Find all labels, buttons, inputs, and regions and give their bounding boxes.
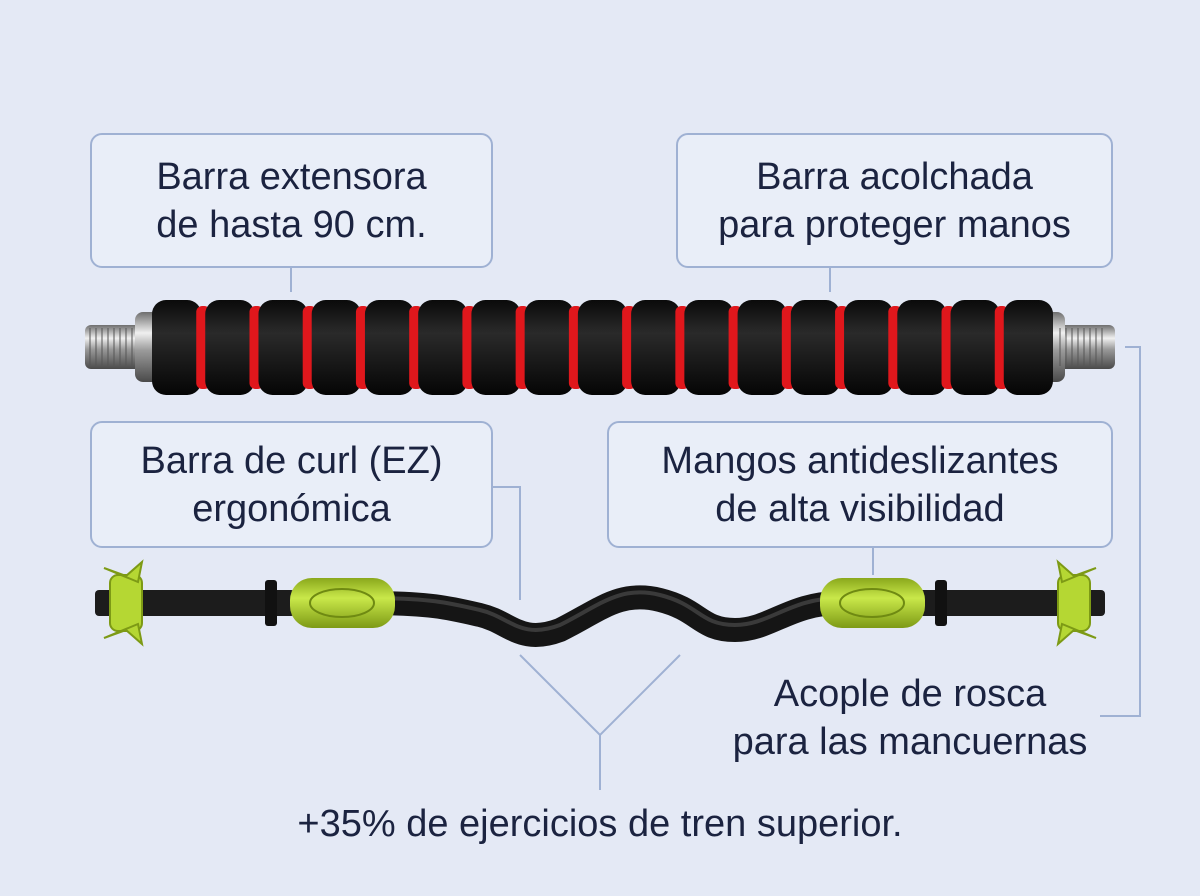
foam-segment	[737, 300, 787, 395]
label-text: para las mancuernas	[732, 721, 1088, 763]
callout-text: de hasta 90 cm.	[156, 203, 427, 246]
foam-segment	[524, 300, 574, 395]
callout-mangos: Mangos antideslizantes de alta visibilid…	[607, 421, 1113, 548]
label-acople-rosca: Acople de rosca para las mancuernas	[700, 670, 1120, 766]
foam-segment	[471, 300, 521, 395]
callout-barra-curl: Barra de curl (EZ) ergonómica	[90, 421, 493, 548]
ez-curl-bar-image	[95, 559, 1105, 647]
callout-text: Barra de curl (EZ)	[140, 439, 443, 482]
callout-text: Barra acolchada	[756, 155, 1033, 198]
callout-text: Barra extensora	[156, 155, 427, 198]
foam-segment	[311, 300, 361, 395]
foam-segment	[950, 300, 1000, 395]
foam-segment	[258, 300, 308, 395]
foam-segment	[897, 300, 947, 395]
callout-barra-acolchada: Barra acolchada para proteger manos	[676, 133, 1113, 268]
padded-bar-image	[85, 300, 1115, 395]
foam-segment	[684, 300, 734, 395]
label-text: Acople de rosca	[773, 673, 1047, 715]
foam-segment	[790, 300, 841, 395]
foam-segment	[631, 300, 681, 395]
foam-segment	[152, 300, 202, 395]
callout-barra-extensora: Barra extensora de hasta 90 cm.	[90, 133, 493, 268]
callout-text: ergonómica	[192, 487, 391, 530]
foam-segment	[577, 300, 628, 395]
foam-segment	[205, 300, 255, 395]
footer-text: +35% de ejercicios de tren superior.	[297, 803, 903, 845]
foam-segment	[364, 300, 415, 395]
foam-segment	[418, 300, 468, 395]
callout-text: de alta visibilidad	[715, 487, 1005, 530]
callout-text: para proteger manos	[718, 203, 1071, 246]
foam-segment	[1003, 300, 1053, 395]
callout-text: Mangos antideslizantes	[661, 439, 1059, 482]
footer-claim: +35% de ejercicios de tren superior.	[150, 800, 1050, 848]
connector-lines	[290, 268, 1141, 790]
foam-segment	[844, 300, 894, 395]
